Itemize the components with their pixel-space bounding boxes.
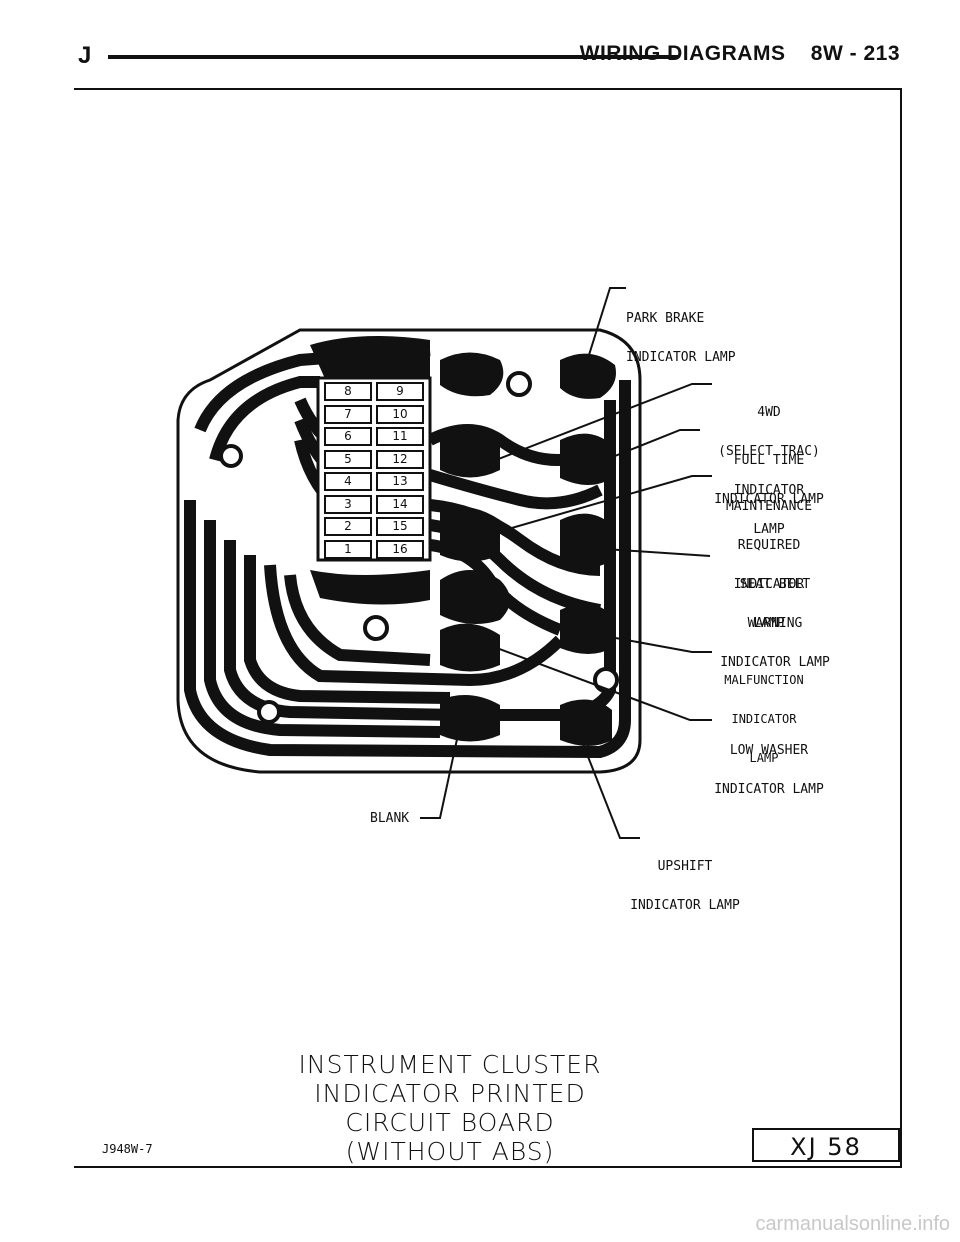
pin-12: 12 [376,449,424,469]
label-line: LAMP [749,751,779,765]
pin-7: 7 [324,404,372,424]
label-upshift: UPSHIFT INDICATOR LAMP [620,834,750,925]
label-line: MALFUNCTION [724,673,804,687]
caption-line: CIRCUIT BOARD [345,1108,555,1137]
label-line: WARNING [747,616,803,631]
board-outline [176,328,642,774]
pin-5: 5 [324,449,372,469]
label-line: 4WD [757,405,781,420]
label-line: LAMP [753,616,785,631]
pin-2: 2 [324,517,372,536]
caption-line: (WITHOUT ABS) [345,1137,555,1166]
label-line: LOW WASHER [729,743,809,758]
label-line: INDICATOR LAMP [630,898,740,913]
pin-16: 16 [376,539,424,559]
pin-8: 8 [324,382,372,401]
label-line: INDICATOR [731,712,797,726]
leader-lines [420,287,712,839]
label-line: LAMP [753,522,785,537]
pin-10: 10 [376,404,424,424]
section-letter: J [78,42,92,69]
header-rule [108,55,678,59]
caption-line: INDICATOR PRINTED [314,1079,586,1108]
label-line: SEAT BELT [739,577,811,592]
mounting-holes [219,371,619,724]
label-full-time: FULL TIME INDICATOR LAMP [704,428,834,519]
label-line: FULL TIME [733,453,805,468]
page-reference: XJ 58 [752,1128,900,1162]
label-line: REQUIRED [737,538,801,553]
pin-4: 4 [324,472,372,491]
label-line: MAINTENANCE [725,499,813,514]
watermark: carmanualsonline.info [755,1213,950,1235]
label-line: INDICATOR LAMP [714,492,824,507]
arrow-heads [456,376,606,732]
pin-11: 11 [376,427,424,446]
label-line: (SELECT TRAC) [718,444,820,459]
pin-1: 1 [324,539,372,559]
figure-id: J948W-7 [102,1142,153,1156]
pin-9: 9 [376,382,424,401]
pin-14: 14 [376,494,424,514]
pin-15: 15 [376,517,424,536]
diagram-frame [74,88,902,1168]
label-line: INDICATOR [733,483,805,498]
label-low-washer: LOW WASHER INDICATOR LAMP [704,718,834,809]
label-line: UPSHIFT [657,859,713,874]
label-line: INDICATOR [733,577,805,592]
label-line: INDICATOR LAMP [714,782,824,797]
page-header: J WIRING DIAGRAMS 8W - 213 [78,40,900,70]
label-4wd: 4WD (SELECT TRAC) INDICATOR LAMP [704,380,834,549]
label-park-brake: PARK BRAKE INDICATOR LAMP [626,286,746,377]
pin-13: 13 [376,472,424,491]
caption-line: INSTRUMENT CLUSTER [298,1050,602,1079]
label-maintenance: MAINTENANCE REQUIRED INDICATOR LAMP [704,474,834,643]
label-line: INDICATOR LAMP [626,350,736,365]
label-line: INDICATOR LAMP [720,655,830,670]
label-blank: BLANK [370,811,410,826]
page-title: WIRING DIAGRAMS 8W - 213 [579,42,900,65]
pin-6: 6 [324,427,372,446]
pin-3: 3 [324,494,372,514]
label-line: PARK BRAKE [626,311,705,326]
label-malfunction: MALFUNCTION INDICATOR LAMP [704,648,824,778]
diagram-caption: INSTRUMENT CLUSTER INDICATOR PRINTED CIR… [260,1050,640,1166]
label-seat-belt: SEAT BELT WARNING INDICATOR LAMP [710,552,840,682]
